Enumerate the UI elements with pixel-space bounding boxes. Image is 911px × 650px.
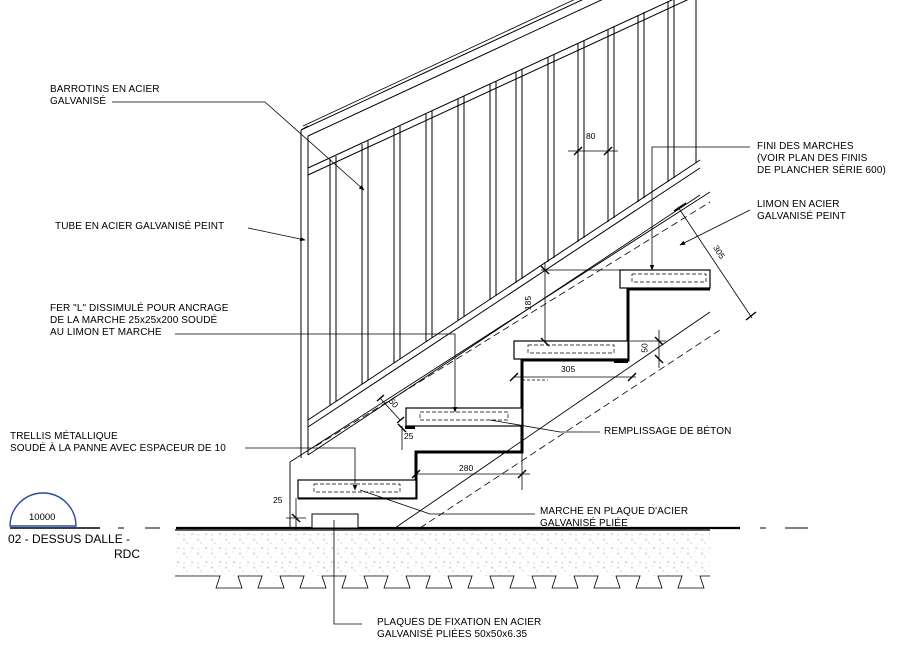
dim-80: 80	[586, 131, 596, 141]
label-fer-l-line2: DE LA MARCHE 25x25x200 SOUDÉ	[50, 315, 218, 326]
label-limon-line1: LIMON EN ACIER	[757, 199, 840, 210]
hidden-l-iron	[416, 379, 548, 453]
label-marche-line2: GALVANISÉ PLIÉE	[540, 518, 628, 529]
label-fini-line3: DE PLANCHER SÉRIE 600)	[757, 165, 886, 176]
concrete-fill	[313, 273, 707, 493]
label-fer-l-line3: AU LIMON ET MARCHE	[50, 327, 162, 338]
leader-lines	[112, 101, 751, 625]
label-marche-plaque: MARCHE EN PLAQUE D'ACIER GALVANISÉ PLIÉE	[540, 506, 688, 530]
label-barrotins: BARROTINS EN ACIER GALVANISÉ	[50, 84, 160, 108]
label-fini-line1: FINI DES MARCHES	[757, 141, 854, 152]
stringer	[289, 191, 721, 529]
level-name-2: RDC	[114, 547, 140, 561]
dim-25-bottom: 25	[273, 495, 283, 505]
level-marker-semicircle	[9, 492, 77, 527]
label-fini-line2: (VOIR PLAN DES FINIS	[757, 153, 868, 164]
step-profile	[297, 269, 711, 500]
dimension-lines	[286, 144, 757, 530]
level-line	[9, 492, 808, 530]
dim-25-top: 25	[404, 431, 414, 441]
label-plaques-line2: GALVANISÉ PLIÉES 50x50x6.35	[377, 629, 528, 640]
label-barrotins-line1: BARROTINS EN ACIER	[50, 84, 160, 95]
treads	[297, 269, 711, 499]
label-fer-l-line1: FER "L" DISSIMULÉ POUR ANCRAGE	[50, 303, 229, 314]
label-marche-line1: MARCHE EN PLAQUE D'ACIER	[540, 506, 689, 517]
balusters	[329, 0, 697, 405]
steel-deck	[175, 575, 710, 589]
label-trellis-line1: TRELLIS MÉTALLIQUE	[10, 431, 118, 442]
label-trellis: TRELLIS MÉTALLIQUE SOUDÉ À LA PANNE AVEC…	[10, 431, 226, 455]
label-trellis-line2: SOUDÉ À LA PANNE AVEC ESPACEUR DE 10	[10, 443, 226, 454]
label-tube: TUBE EN ACIER GALVANISÉ PEINT	[55, 221, 225, 232]
railing	[300, 0, 701, 458]
level-marker-value: 10000	[29, 512, 56, 523]
dim-280: 280	[459, 463, 474, 473]
base-plate	[311, 513, 359, 529]
label-fini-marches: FINI DES MARCHES (VOIR PLAN DES FINIS DE…	[757, 141, 886, 177]
label-plaques-line1: PLAQUES DE FIXATION EN ACIER	[377, 617, 542, 628]
label-fer-l: FER "L" DISSIMULÉ POUR ANCRAGE DE LA MAR…	[50, 303, 228, 339]
dim-305-tread: 305	[561, 364, 576, 374]
concrete-slab	[175, 529, 710, 589]
dim-185: 185	[523, 295, 534, 311]
dim-50-right: 50	[639, 343, 650, 353]
label-remplissage: REMPLISSAGE DE BÉTON	[604, 426, 732, 437]
label-plaques-fixation: PLAQUES DE FIXATION EN ACIER GALVANISÉ P…	[377, 617, 541, 641]
label-limon: LIMON EN ACIER GALVANISÉ PEINT	[757, 199, 846, 223]
label-barrotins-line2: GALVANISÉ	[50, 96, 107, 107]
label-limon-line2: GALVANISÉ PEINT	[757, 211, 846, 222]
level-name: 02 - DESSUS DALLE -	[8, 532, 131, 546]
